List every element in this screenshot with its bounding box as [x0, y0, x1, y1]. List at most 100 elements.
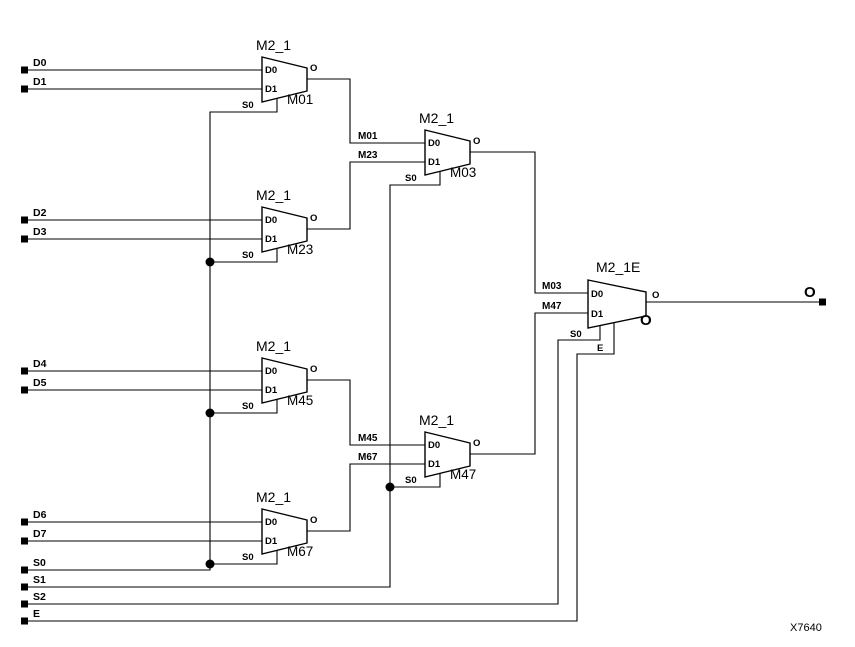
port-out-label: O: [310, 515, 317, 526]
wire-s0-bus: [28, 98, 278, 571]
mux-body: [261, 56, 308, 103]
mux-instance-label: M01: [287, 92, 313, 107]
net-label-m01: M01: [358, 131, 378, 142]
input-pin-s0: S0: [21, 557, 46, 574]
mux-title: M2_1: [256, 187, 291, 203]
port-out-label: O: [310, 364, 317, 375]
port-d0-label: D0: [265, 65, 277, 76]
pin-label: S2: [33, 591, 46, 603]
port-sel-label: S0: [242, 401, 254, 412]
pin-label: S0: [33, 557, 46, 569]
port-d1-label: D1: [428, 459, 441, 470]
mux-final-m2-1e: M2_1E D0 D1 O S0 E O: [570, 259, 659, 354]
net-label-m47: M47: [542, 301, 562, 312]
mux-body: [261, 206, 308, 253]
port-sel-label: S0: [570, 329, 582, 340]
pin-square: [21, 66, 28, 74]
output-label: O: [804, 284, 816, 301]
input-pin-d2: D2: [21, 207, 47, 224]
pin-label: D6: [33, 509, 47, 521]
pin-square: [21, 216, 28, 224]
pin-label: D0: [33, 57, 47, 69]
junction-dot: [205, 559, 215, 569]
mux-instance-label: M47: [450, 467, 476, 482]
figure-ref: X7640: [790, 622, 822, 634]
port-d1-label: D1: [265, 536, 278, 547]
net-label-m03: M03: [542, 281, 562, 292]
port-d0-label: D0: [591, 289, 603, 300]
port-sel-label: S0: [405, 475, 417, 486]
port-out-label: O: [652, 290, 659, 301]
wire-s2: [28, 325, 601, 605]
port-d0-label: D0: [265, 366, 277, 377]
pin-square: [21, 85, 28, 93]
pin-label: S1: [33, 574, 46, 586]
input-pin-d1: D1: [21, 76, 47, 93]
port-out-label: O: [473, 136, 480, 147]
mux-body: [261, 508, 308, 555]
wire-s0-branch-m45: [210, 399, 278, 414]
wire-s0-branch-m67: [210, 550, 278, 565]
mux-title: M2_1E: [596, 259, 640, 275]
mux-body: [261, 357, 308, 404]
mux-title: M2_1: [419, 412, 454, 428]
pin-label: D5: [33, 377, 47, 389]
input-pin-e: E: [21, 608, 40, 625]
wire-s0-branch-m23: [210, 248, 278, 263]
port-sel-label: S0: [242, 250, 254, 261]
port-d1-label: D1: [265, 385, 278, 396]
net-label-m23: M23: [358, 150, 378, 161]
mux-m45: M2_1 D0 D1 O S0 M45: [242, 338, 317, 412]
mux-m23: M2_1 D0 D1 O S0 M23: [242, 187, 317, 261]
port-sel-label: S0: [242, 552, 254, 563]
wire-s1-branch-m47: [390, 473, 441, 488]
wire-s1-bus: [28, 171, 441, 588]
pin-label: D7: [33, 528, 47, 540]
mux-instance-label: M67: [287, 544, 313, 559]
mux-m47: M2_1 D0 D1 O S0 M47: [405, 412, 480, 486]
port-d0-label: D0: [265, 517, 277, 528]
wire-m23-out: [307, 161, 425, 230]
pin-square: [21, 518, 28, 526]
input-pin-s1: S1: [21, 574, 46, 591]
port-en-label: E: [597, 343, 603, 354]
output-pin-o: O: [804, 284, 826, 306]
mux-instance-label: M23: [287, 242, 313, 257]
pin-square: [21, 566, 28, 574]
input-pin-d6: D6: [21, 509, 47, 526]
pin-square: [21, 367, 28, 375]
port-d1-label: D1: [591, 309, 604, 320]
wire-m47-out: [470, 312, 588, 455]
port-out-label: O: [310, 63, 317, 74]
port-d0-label: D0: [265, 215, 277, 226]
pin-label: D1: [33, 76, 47, 88]
mux-title: M2_1: [419, 110, 454, 126]
pin-label: D3: [33, 226, 47, 238]
input-pin-d0: D0: [21, 57, 47, 74]
pin-square: [21, 235, 28, 243]
wire-m67-out: [307, 463, 425, 532]
port-d0-label: D0: [428, 440, 440, 451]
net-label-m45: M45: [358, 433, 378, 444]
pin-square: [819, 298, 826, 306]
port-d1-label: D1: [428, 157, 441, 168]
input-pin-d4: D4: [21, 358, 47, 375]
mux-instance-label: O: [640, 312, 652, 329]
input-pin-d3: D3: [21, 226, 47, 243]
pin-square: [21, 583, 28, 591]
junction-dot: [205, 408, 215, 418]
wire-m45-out: [307, 379, 425, 446]
mux-m67: M2_1 D0 D1 O S0 M67: [242, 489, 317, 563]
input-pin-s2: S2: [21, 591, 46, 608]
mux-m03: M2_1 D0 D1 O S0 M03: [405, 110, 480, 184]
mux-title: M2_1: [256, 489, 291, 505]
junction-dot: [385, 482, 395, 492]
wire-m01-out: [307, 78, 425, 144]
input-pin-d5: D5: [21, 377, 47, 394]
port-d0-label: D0: [428, 138, 440, 149]
pin-label: D4: [33, 358, 47, 370]
mux-instance-label: M45: [287, 393, 313, 408]
port-out-label: O: [473, 438, 480, 449]
